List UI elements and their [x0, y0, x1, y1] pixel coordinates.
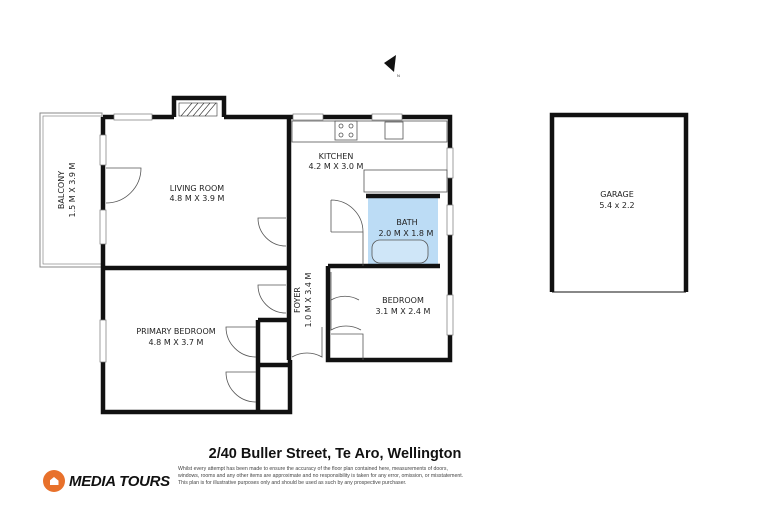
brand-logo: MEDIA TOURS — [43, 470, 170, 492]
primary-bedroom-size: 4.8 M X 3.7 M — [149, 338, 204, 347]
kitchen-size: 4.2 M X 3.0 M — [309, 162, 364, 171]
kitchen-name: KITCHEN — [319, 152, 354, 161]
brand-name: MEDIA TOURS — [69, 472, 170, 490]
garage-name: GARAGE — [600, 190, 634, 199]
disclaimer-line: Whilst every attempt has been made to en… — [178, 466, 448, 472]
bathtub — [371, 239, 429, 264]
foyer-size: 1.0 M X 3.4 M — [304, 272, 313, 327]
disclaimer: Whilst every attempt has been made to en… — [178, 466, 508, 487]
garage — [549, 112, 689, 293]
balcony-name: BALCONY — [57, 171, 66, 209]
fireplace — [178, 102, 218, 117]
primary-bedroom-name: PRIMARY BEDROOM — [136, 327, 215, 336]
walls — [100, 95, 453, 415]
kitchen-counters — [291, 120, 448, 193]
bedroom-size: 3.1 M X 2.4 M — [376, 307, 431, 316]
bath-name: BATH — [396, 218, 417, 227]
bath-size: 2.0 M X 1.8 M — [379, 229, 434, 238]
house-icon — [43, 470, 65, 492]
disclaimer-line: This plan is for illustrative purposes o… — [178, 480, 407, 486]
living-room-name: LIVING ROOM — [170, 184, 225, 193]
doors — [105, 167, 364, 403]
windows — [99, 113, 454, 363]
bedroom-name: BEDROOM — [382, 296, 424, 305]
living-room-size: 4.8 M X 3.9 M — [170, 194, 225, 203]
balcony-size: 1.5 M X 3.9 M — [68, 162, 77, 217]
disclaimer-line: windows, rooms and any other items are a… — [178, 473, 464, 479]
property-address: 2/40 Buller Street, Te Aro, Wellington — [208, 446, 462, 462]
garage-size: 5.4 x 2.2 — [599, 201, 634, 210]
svg-text:N: N — [397, 73, 400, 78]
foyer-name: FOYER — [293, 287, 302, 313]
north-arrow-icon: N — [384, 55, 400, 78]
